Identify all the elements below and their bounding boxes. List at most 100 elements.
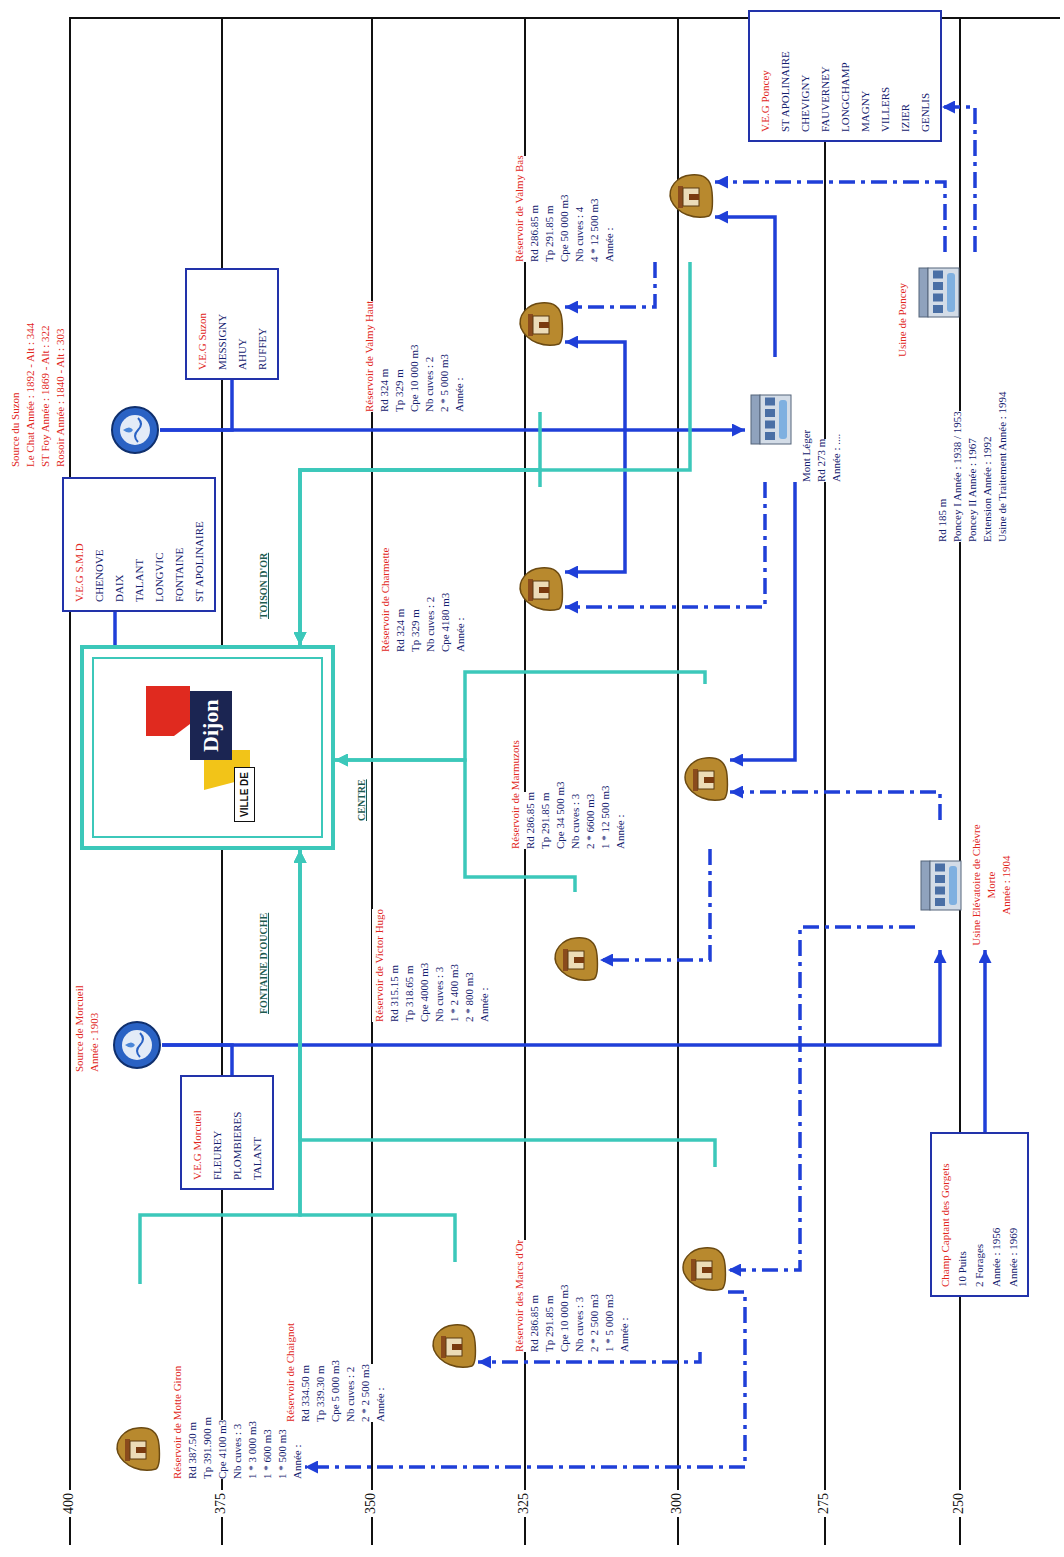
node-text: ST APOLINAIRE <box>189 521 209 602</box>
node-text: Année : <box>373 1387 388 1422</box>
reservoir: Réservoir de Valmy BasRd 286.85 mTp 291.… <box>512 127 715 262</box>
reservoir-house <box>446 1338 462 1356</box>
reservoir: Réservoir de Victor HugoRd 315.15 mTp 31… <box>372 892 600 1022</box>
node-text: 2 * 2 500 m3 <box>587 1294 602 1352</box>
reservoir-mound <box>683 1248 725 1290</box>
node-text: 2 * 800 m3 <box>462 972 477 1022</box>
reservoir: Réservoir de Valmy HautRd 324 mTp 329 mC… <box>362 242 565 412</box>
node-text: TALANT <box>129 559 149 602</box>
node-heading: Réservoir de Marmuzots <box>508 740 523 849</box>
text-group: Mont LégerRd 273 mAnnée : .... <box>799 357 844 482</box>
text-group: Réservoir de CharmetteRd 324 mTp 329 mNb… <box>378 487 468 652</box>
node-text: Cpe 4180 m3 <box>438 593 453 652</box>
res-icon <box>428 1322 478 1372</box>
node-heading: V.E.G Suzon <box>192 313 212 370</box>
reservoir-roof <box>691 1259 696 1281</box>
plant-window <box>933 271 943 279</box>
reservoir: Réservoir de CharmetteRd 324 mTp 329 mNb… <box>378 487 565 652</box>
reservoir-mound <box>433 1325 475 1367</box>
city-box: VILLE DEDijon <box>80 645 335 850</box>
plant-building <box>928 268 959 317</box>
pipe-connector <box>730 792 940 820</box>
plant-building <box>930 861 961 910</box>
pipe-connector <box>335 760 575 892</box>
pipe-connector <box>162 950 940 1045</box>
node-text: Tp 391.900 m <box>200 1417 215 1479</box>
zone-label: CENTRE <box>356 776 367 824</box>
plant-icon <box>745 392 795 447</box>
logo-red <box>146 686 190 736</box>
plant-window <box>935 887 945 895</box>
treatment-plant: Usine de PonceyRd 185 mPoncey I Année : … <box>895 252 1010 542</box>
reservoir-house <box>533 316 549 334</box>
node-text: MAGNY <box>855 90 875 132</box>
node-text: Cpe 50 000 m3 <box>557 194 572 262</box>
node-text: Rd 324 m <box>377 369 392 412</box>
plant-roof <box>921 861 930 910</box>
reservoir-door <box>689 194 699 200</box>
node-heading: Mont Léger <box>799 430 814 482</box>
altitude-line <box>371 17 373 1545</box>
reservoir-door <box>136 1447 146 1453</box>
node-text: Tp 318.65 m <box>402 965 417 1022</box>
source-drop <box>123 428 133 433</box>
altitude-label: 250 <box>951 1490 967 1517</box>
node-text: 2 Forages <box>971 1244 988 1287</box>
node-text: Année : 1904 <box>999 855 1014 914</box>
reservoir-door <box>452 1344 462 1350</box>
reservoir-house <box>698 771 714 789</box>
node-text: Année : <box>477 987 492 1022</box>
altitude-lines <box>70 17 1060 1545</box>
well-field-box: Champ Captant des Gorgets10 Puits2 Forag… <box>930 1132 1029 1297</box>
source-ring <box>112 407 158 453</box>
node-text: Année : 1903 <box>87 1013 102 1072</box>
node-text: 1 * 600 m3 <box>260 1429 275 1479</box>
reservoir-house <box>683 188 699 206</box>
pipe-connector <box>730 482 795 760</box>
reservoir-roof <box>563 949 568 971</box>
node-heading: Réservoir de Victor Hugo <box>372 909 387 1022</box>
text-group: Réservoir de Victor HugoRd 315.15 mTp 31… <box>372 892 492 1022</box>
plant-building <box>760 395 791 444</box>
zone-label: TOISON D'OR <box>258 550 269 622</box>
source-ring <box>114 1022 160 1068</box>
text-group: Source du SuzonLe Chat Année : 1892 - Al… <box>8 272 68 467</box>
reservoir-mound <box>555 938 597 980</box>
reservoir: Réservoir de Motte GironRd 387.50 mTp 39… <box>112 1284 305 1479</box>
distribution-box: V.E.G MorcueilFLEUREYPLOMBIERESTALANT <box>180 1075 274 1190</box>
node-text: ST Foy Année : 1869 - Alt : 322 <box>38 325 53 467</box>
reservoir-roof <box>528 579 533 601</box>
pipe-connector <box>113 612 117 645</box>
node-text: Tp 291.85 m <box>542 1295 557 1352</box>
node-text: 2 * 6600 m3 <box>583 794 598 849</box>
node-text: Cpe 34 500 m3 <box>553 781 568 849</box>
node-text: Nb cuves : 3 <box>230 1424 245 1479</box>
node-text: Cpe 4000 m3 <box>417 963 432 1022</box>
node-text: 2 * 2 500 m3 <box>358 1364 373 1422</box>
plant-basin <box>949 866 957 905</box>
source-wave <box>135 418 141 442</box>
pipe-connector <box>160 428 745 432</box>
node-text: Nb cuves : 2 <box>343 1367 358 1422</box>
src-icon <box>112 1020 162 1070</box>
node-text: Tp 329 m <box>408 609 423 652</box>
node-text: Année : <box>290 1444 305 1479</box>
node-text: Année : <box>613 814 628 849</box>
altitude-label: 375 <box>213 1490 229 1517</box>
node-text: FAUVERNEY <box>815 66 835 132</box>
node-heading: Champ Captant des Gorgets <box>937 1163 954 1287</box>
altitude-line <box>959 17 961 1545</box>
node-text: FLEUREY <box>207 1131 227 1181</box>
plant-window <box>765 421 775 429</box>
node-heading: Source du Suzon <box>8 392 23 467</box>
node-heading: Usine de Poncey <box>895 283 910 357</box>
node-text: LONGCHAMP <box>835 62 855 132</box>
node-heading: V.E.G S.M.D <box>69 543 89 602</box>
plant-basin <box>947 273 955 312</box>
pipe-connector <box>600 849 710 960</box>
node-heading: V.E.G Morcueil <box>187 1110 207 1180</box>
zone-label: FONTAINE D'OUCHE <box>258 910 269 1017</box>
reservoir-house <box>696 1261 712 1279</box>
reservoir-house <box>533 581 549 599</box>
